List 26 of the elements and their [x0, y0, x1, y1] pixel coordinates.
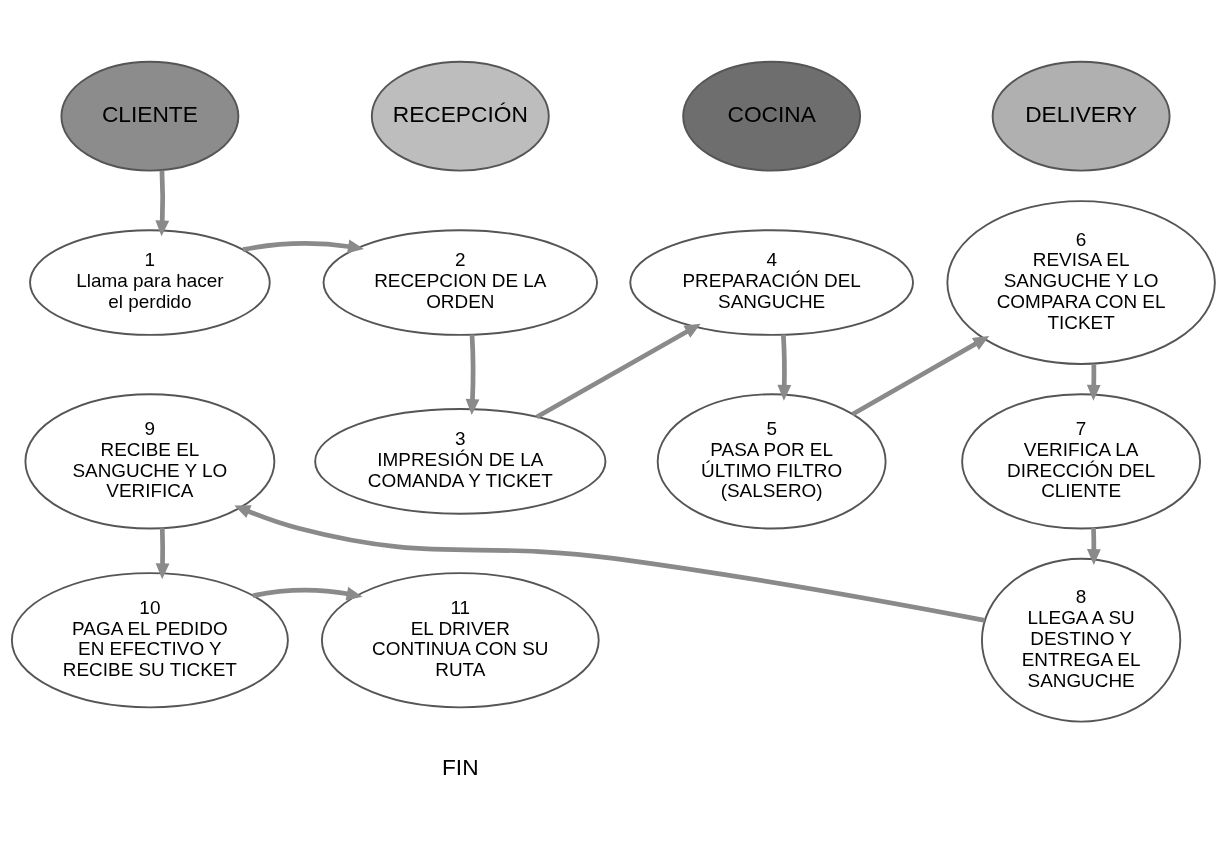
- arrow: [465, 334, 480, 415]
- node-ellipse: DELIVERY: [991, 60, 1171, 172]
- node-ellipse: COCINA: [682, 60, 862, 172]
- node-ellipse: RECEPCIÓN: [370, 60, 550, 172]
- node-ellipse: 9 RECIBE EL SANGUCHE Y LO VERIFICA: [24, 393, 276, 530]
- node-ellipse: 3 IMPRESIÓN DE LA COMANDA Y TICKET: [314, 408, 607, 515]
- node-ellipse: 6 REVISA EL SANGUCHE Y LO COMPARA CON EL TICKET: [946, 200, 1216, 365]
- node-ellipse: 10 PAGA EL PEDIDO EN EFECTIVO Y RECIBE SU TICKET: [10, 572, 289, 709]
- arrow: [1086, 363, 1101, 401]
- node-ellipse: 7 VERIFICA LA DIRECCIÓN DEL CLIENTE: [961, 393, 1202, 530]
- node-ellipse: 8 LLEGA A SU DESTINO Y ENTREGA EL SANGUCHE: [981, 557, 1182, 723]
- arrow: [1086, 527, 1101, 565]
- node-ellipse: 5 PASA POR EL ÚLTIMO FILTRO (SALSERO): [656, 393, 887, 530]
- node-ellipse: 2 RECEPCION DE LA ORDEN: [322, 229, 598, 336]
- arrow: [155, 170, 170, 237]
- node-ellipse: 11 EL DRIVER CONTINUA CON SU RUTA: [320, 572, 600, 709]
- arrow: [851, 336, 990, 417]
- arrow: [777, 334, 792, 401]
- arrow: [234, 505, 986, 623]
- arrow: [242, 239, 364, 254]
- arrow: [155, 528, 170, 580]
- arrow: [535, 323, 701, 420]
- arrow: [252, 586, 363, 601]
- node-ellipse: CLIENTE: [60, 60, 240, 172]
- node-ellipse: 1 Llama para hacer el perdido: [29, 229, 271, 336]
- label: FIN: [442, 754, 479, 781]
